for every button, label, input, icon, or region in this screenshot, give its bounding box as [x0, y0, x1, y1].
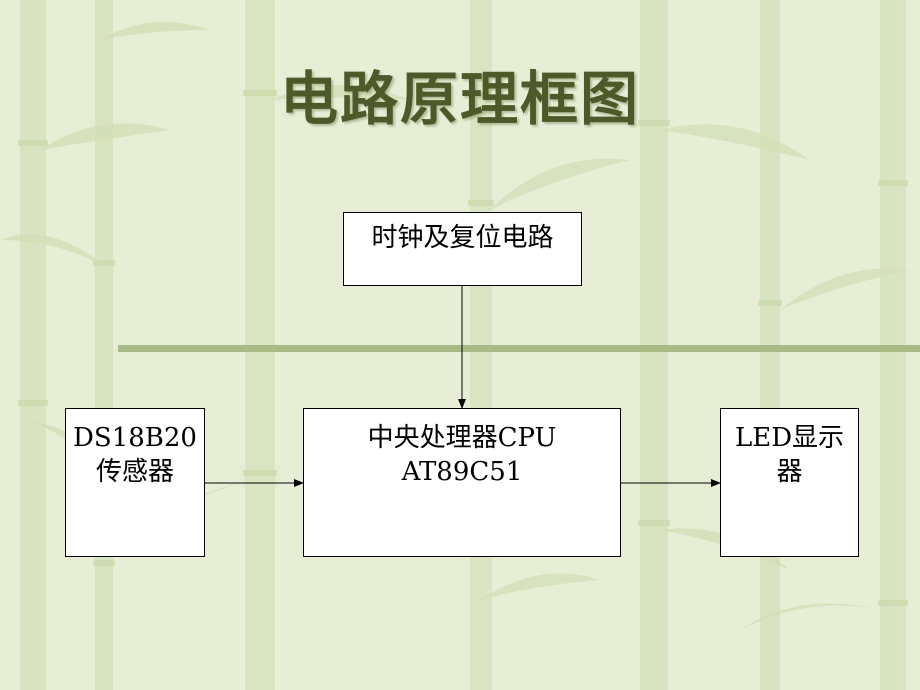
cpu-block: 中央处理器CPU AT89C51	[303, 408, 621, 557]
sensor-block: DS18B20 传感器	[65, 408, 205, 557]
cpu-model-label: AT89C51	[401, 457, 523, 487]
display-block: LED显示 器	[720, 408, 859, 557]
sensor-type-label: 传感器	[95, 457, 174, 487]
clock-reset-block: 时钟及复位电路	[343, 212, 582, 286]
cpu-name-label: 中央处理器CPU	[367, 423, 557, 453]
display-label-line1: LED显示	[734, 423, 845, 453]
page-title: 电路原理框图	[279, 65, 640, 133]
sensor-model-label: DS18B20	[73, 423, 197, 453]
clock-reset-label: 时钟及复位电路	[371, 223, 554, 253]
display-label-line2: 器	[776, 457, 803, 487]
horizontal-divider	[118, 345, 920, 352]
